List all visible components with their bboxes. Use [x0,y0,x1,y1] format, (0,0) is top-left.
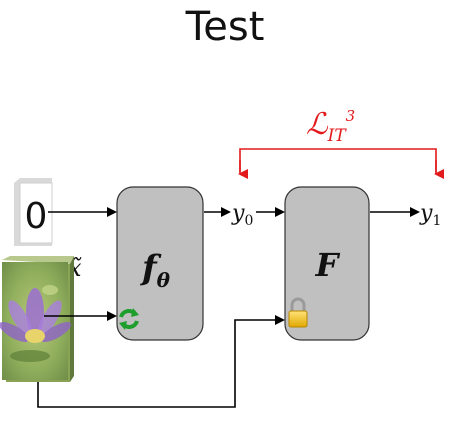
f-theta-subscript: θ [157,268,171,292]
loss-symbol: ℒ [306,107,329,142]
f-theta-label: fθ [140,248,171,292]
F-node: F [284,186,370,341]
y1-base: y [419,201,433,226]
F-label: F [315,246,341,284]
flower-image [0,256,74,382]
zero-input-tile: 0 [14,178,53,246]
arrow-image-to-F [37,315,285,408]
y0-sub: 0 [244,213,253,229]
f-theta-symbol: f [140,248,162,288]
loss-label: ℒIT3 [306,107,355,146]
loss-superscript: 3 [346,107,356,125]
y0-base: y [231,201,245,226]
loss-bracket [238,148,444,179]
refresh-icon [119,308,139,330]
lock-icon [288,297,308,328]
y1-label: y1 [419,201,441,229]
f-theta-node: fθ [116,186,204,341]
loss-subscript: IT [327,126,348,146]
diagram-title: Test [185,4,265,50]
y1-sub: 1 [432,213,441,229]
connectors [37,207,420,408]
y0-label: y0 [231,201,253,229]
zero-input-label: 0 [25,196,48,237]
